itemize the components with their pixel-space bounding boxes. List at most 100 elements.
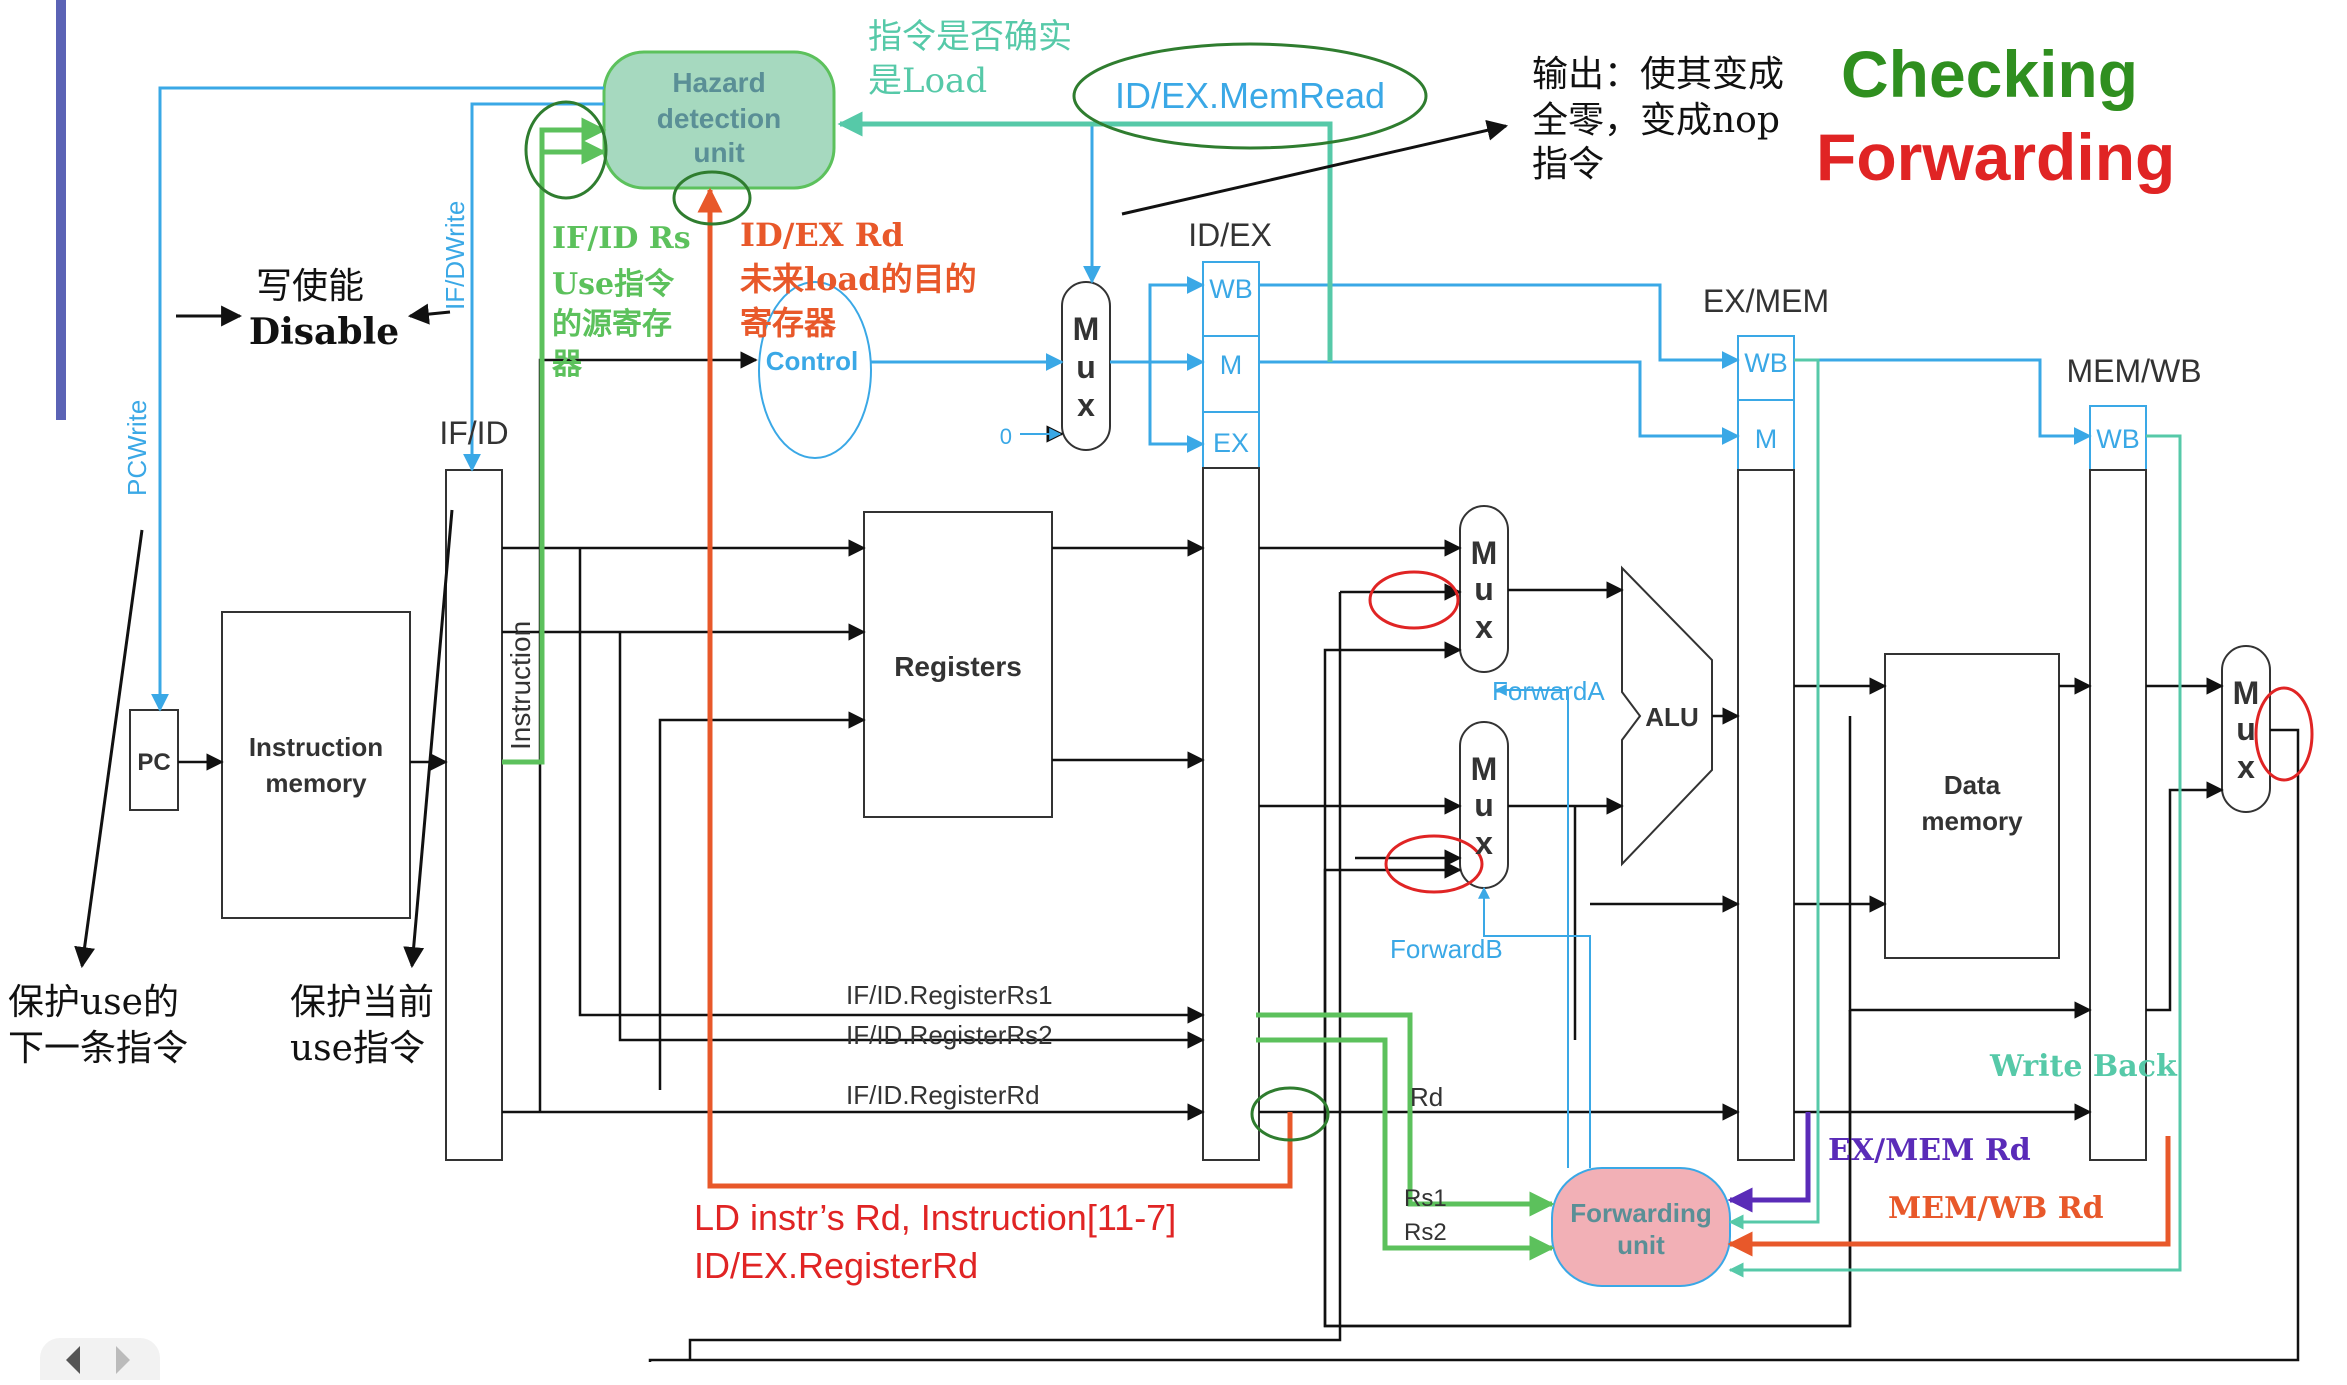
rd-bus-label: IF/ID.RegisterRd: [846, 1080, 1040, 1110]
forwarding-title: Forwarding: [1816, 120, 2175, 194]
instruction-memory-label-1: Instruction: [249, 732, 383, 762]
svg-text:写使能: 写使能: [256, 266, 364, 307]
exmem-label: EX/MEM: [1703, 283, 1829, 319]
ld-rd-wires: [697, 187, 2171, 1257]
svg-text:指令: 指令: [1532, 144, 1604, 185]
ifid-rs-note: IF/ID Rs Use指令 的源寄存 器: [551, 221, 691, 382]
svg-text:全零，变成nop: 全零，变成nop: [1532, 100, 1780, 141]
exmem-rd-label: EX/MEM Rd: [1828, 1133, 2031, 1168]
data-memory-label-2: memory: [1921, 806, 2023, 836]
svg-text:器: 器: [551, 347, 583, 382]
wb-mux-x: x: [2237, 749, 2255, 785]
exmem-wb: WB: [1744, 348, 1788, 378]
memwb-wb: WB: [2096, 424, 2140, 454]
hazard-unit-label-1: Hazard: [672, 67, 765, 98]
rs1-bus-label: IF/ID.RegisterRs1: [846, 980, 1053, 1010]
forwardB-label: ForwardB: [1390, 934, 1503, 964]
memread-wires: [837, 111, 2182, 1278]
idex-memread-label: ID/EX.MemRead: [1115, 75, 1385, 116]
exmem-register: [1737, 335, 1795, 1161]
idex-wb: WB: [1209, 274, 1253, 304]
next-slide-icon[interactable]: [116, 1346, 130, 1374]
forwardB-mux-x: x: [1475, 825, 1493, 861]
memwb-rd-label: MEM/WB Rd: [1888, 1191, 2104, 1226]
prev-slide-icon[interactable]: [66, 1346, 80, 1374]
control-mux-u: u: [1076, 349, 1096, 385]
hazard-unit-label-3: unit: [693, 137, 744, 168]
svg-text:ID/EX Rd: ID/EX Rd: [740, 216, 904, 254]
control-mux-x: x: [1077, 387, 1095, 423]
svg-text:输出：使其变成: 输出：使其变成: [1532, 54, 1784, 95]
ifid-label: IF/ID: [439, 415, 508, 451]
forwardA-mux-u: u: [1474, 571, 1494, 607]
idex-rd-note: ID/EX Rd 未来load的目的 寄存器: [740, 216, 977, 342]
svg-text:保护use的: 保护use的: [8, 982, 179, 1023]
datapath-wires: [178, 351, 2300, 1362]
idex-ex: EX: [1213, 428, 1249, 458]
pcwrite-label: PCWrite: [122, 400, 152, 496]
svg-text:的源寄存: 的源寄存: [552, 307, 672, 342]
zero-input-label: 0: [1000, 424, 1012, 449]
forwardB-mux-m: M: [1471, 751, 1498, 787]
highlight-rings: [524, 42, 2314, 1142]
ifid-rs-wires: [502, 117, 1555, 1261]
svg-text:寄存器: 寄存器: [740, 304, 837, 342]
registers-block: [863, 511, 1053, 818]
write-back-label: Write Back: [1989, 1049, 2178, 1084]
ifid-register: [445, 469, 503, 1161]
rs1-label: Rs1: [1404, 1185, 1447, 1212]
protect-next-note: 保护use的 下一条指令: [8, 982, 188, 1069]
forwardA-mux-m: M: [1471, 535, 1498, 571]
svg-text:IF/ID Rs: IF/ID Rs: [552, 221, 691, 256]
hazard-unit-label-2: detection: [657, 103, 781, 134]
svg-text:未来load的目的: 未来load的目的: [740, 260, 977, 298]
slide-nav[interactable]: [40, 1338, 160, 1380]
alu-label: ALU: [1645, 702, 1698, 732]
ifdwrite-label: IF/DWrite: [440, 201, 470, 310]
svg-text:指令是否确实: 指令是否确实: [868, 17, 1072, 57]
svg-text:use指令: use指令: [290, 1028, 425, 1069]
output-nop-note: 输出：使其变成 全零，变成nop 指令: [1532, 54, 1784, 185]
data-memory-block: [1884, 653, 2060, 959]
svg-text:ID/EX.RegisterRd: ID/EX.RegisterRd: [694, 1245, 978, 1286]
control-field-labels: WB M EX WB M WB: [1209, 274, 2140, 458]
instruction-memory-block: [221, 611, 411, 919]
instruction-vertical-label: Instruction: [505, 621, 536, 750]
control-mux-m: M: [1073, 311, 1100, 347]
svg-text:LD instr’s Rd, Instruction[11-: LD instr’s Rd, Instruction[11-7]: [694, 1197, 1176, 1238]
data-memory-label-1: Data: [1944, 770, 2001, 800]
rs2-bus-label: IF/ID.RegisterRs2: [846, 1020, 1053, 1050]
forwardA-mux-x: x: [1475, 609, 1493, 645]
forwarding-unit-label-2: unit: [1617, 1230, 1665, 1260]
memwb-register: [2089, 405, 2147, 1161]
svg-text:下一条指令: 下一条指令: [8, 1028, 188, 1069]
rs2-label: Rs2: [1404, 1219, 1447, 1246]
wb-mux-m: M: [2233, 675, 2260, 711]
svg-text:是Load: 是Load: [868, 61, 987, 101]
forwarding-unit-label-1: Forwarding: [1570, 1198, 1712, 1228]
ld-rd-note: LD instr’s Rd, Instruction[11-7] ID/EX.R…: [694, 1197, 1176, 1286]
slide-accent-bar: [56, 0, 66, 420]
instruction-memory-label-2: memory: [265, 768, 367, 798]
pc-label: PC: [137, 749, 170, 776]
exmem-rd-wire: [1727, 1112, 1811, 1213]
check-load-note: 指令是否确实 是Load: [868, 17, 1072, 101]
forwardA-label: ForwardA: [1492, 676, 1605, 706]
svg-text:Use指令: Use指令: [552, 267, 675, 302]
registers-label: Registers: [894, 651, 1022, 682]
checking-title: Checking: [1841, 37, 2138, 111]
idex-register: [1202, 261, 1260, 1161]
idex-m: M: [1220, 350, 1243, 380]
mux-letters: M u x M u x M u x M u x: [1073, 311, 2260, 861]
memwb-label: MEM/WB: [2066, 353, 2201, 389]
write-disable-note: 写使能 Disable: [249, 266, 399, 353]
rd-label: Rd: [1410, 1082, 1443, 1112]
exmem-m: M: [1755, 424, 1778, 454]
control-label: Control: [766, 346, 858, 376]
protect-current-note: 保护当前 use指令: [290, 982, 434, 1069]
idex-label: ID/EX: [1188, 217, 1272, 253]
svg-text:Disable: Disable: [249, 311, 399, 353]
svg-text:保护当前: 保护当前: [290, 982, 434, 1023]
control-wires: [151, 86, 2092, 1168]
